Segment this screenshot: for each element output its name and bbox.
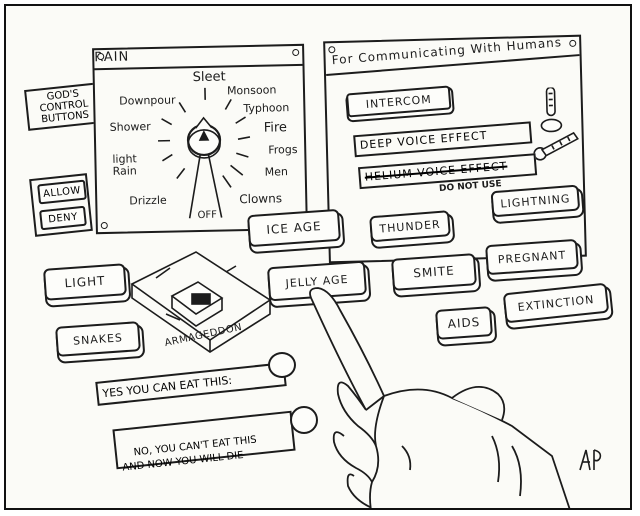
rain-dial-knob[interactable] (94, 46, 310, 236)
armageddon-glass-cover[interactable] (126, 244, 276, 354)
deep-voice-effect-button[interactable]: DEEP VOICE EFFECT (353, 121, 533, 158)
light-button[interactable]: LIGHT (42, 263, 128, 301)
no-eat-text: NO, YOU CAN'T EAT THIS AND NOW YOU WILL … (121, 434, 258, 474)
screw (569, 39, 577, 47)
communication-panel: For Communicating With Humans INTERCOM D… (323, 34, 587, 264)
intercom-button[interactable]: INTERCOM (345, 85, 452, 118)
yes-eat-knob[interactable] (268, 352, 296, 378)
pregnant-button[interactable]: PREGNANT (485, 238, 579, 276)
no-eat-knob[interactable] (290, 406, 318, 434)
rain-panel: RAIN Sleet Monsoon Downpour Typhoon Show… (92, 43, 310, 236)
hand-illustration (309, 287, 571, 508)
yes-eat-label: YES YOU CAN EAT THIS: (95, 362, 287, 406)
cartoon-frame: GOD'S CONTROL BUTTONS ALLOW DENY RAIN Sl… (4, 4, 632, 510)
artist-signature (579, 449, 602, 471)
ice-age-button[interactable]: ICE AGE (246, 208, 342, 248)
voice-lever-icon[interactable] (528, 129, 585, 170)
comm-title: For Communicating With Humans (331, 35, 563, 68)
lightning-button[interactable]: LIGHTNING (490, 184, 581, 218)
no-eat-label: NO, YOU CAN'T EAT THIS AND NOW YOU WILL … (112, 410, 296, 474)
intercom-lever-icon[interactable] (536, 87, 567, 138)
thunder-button[interactable]: THUNDER (369, 210, 451, 243)
